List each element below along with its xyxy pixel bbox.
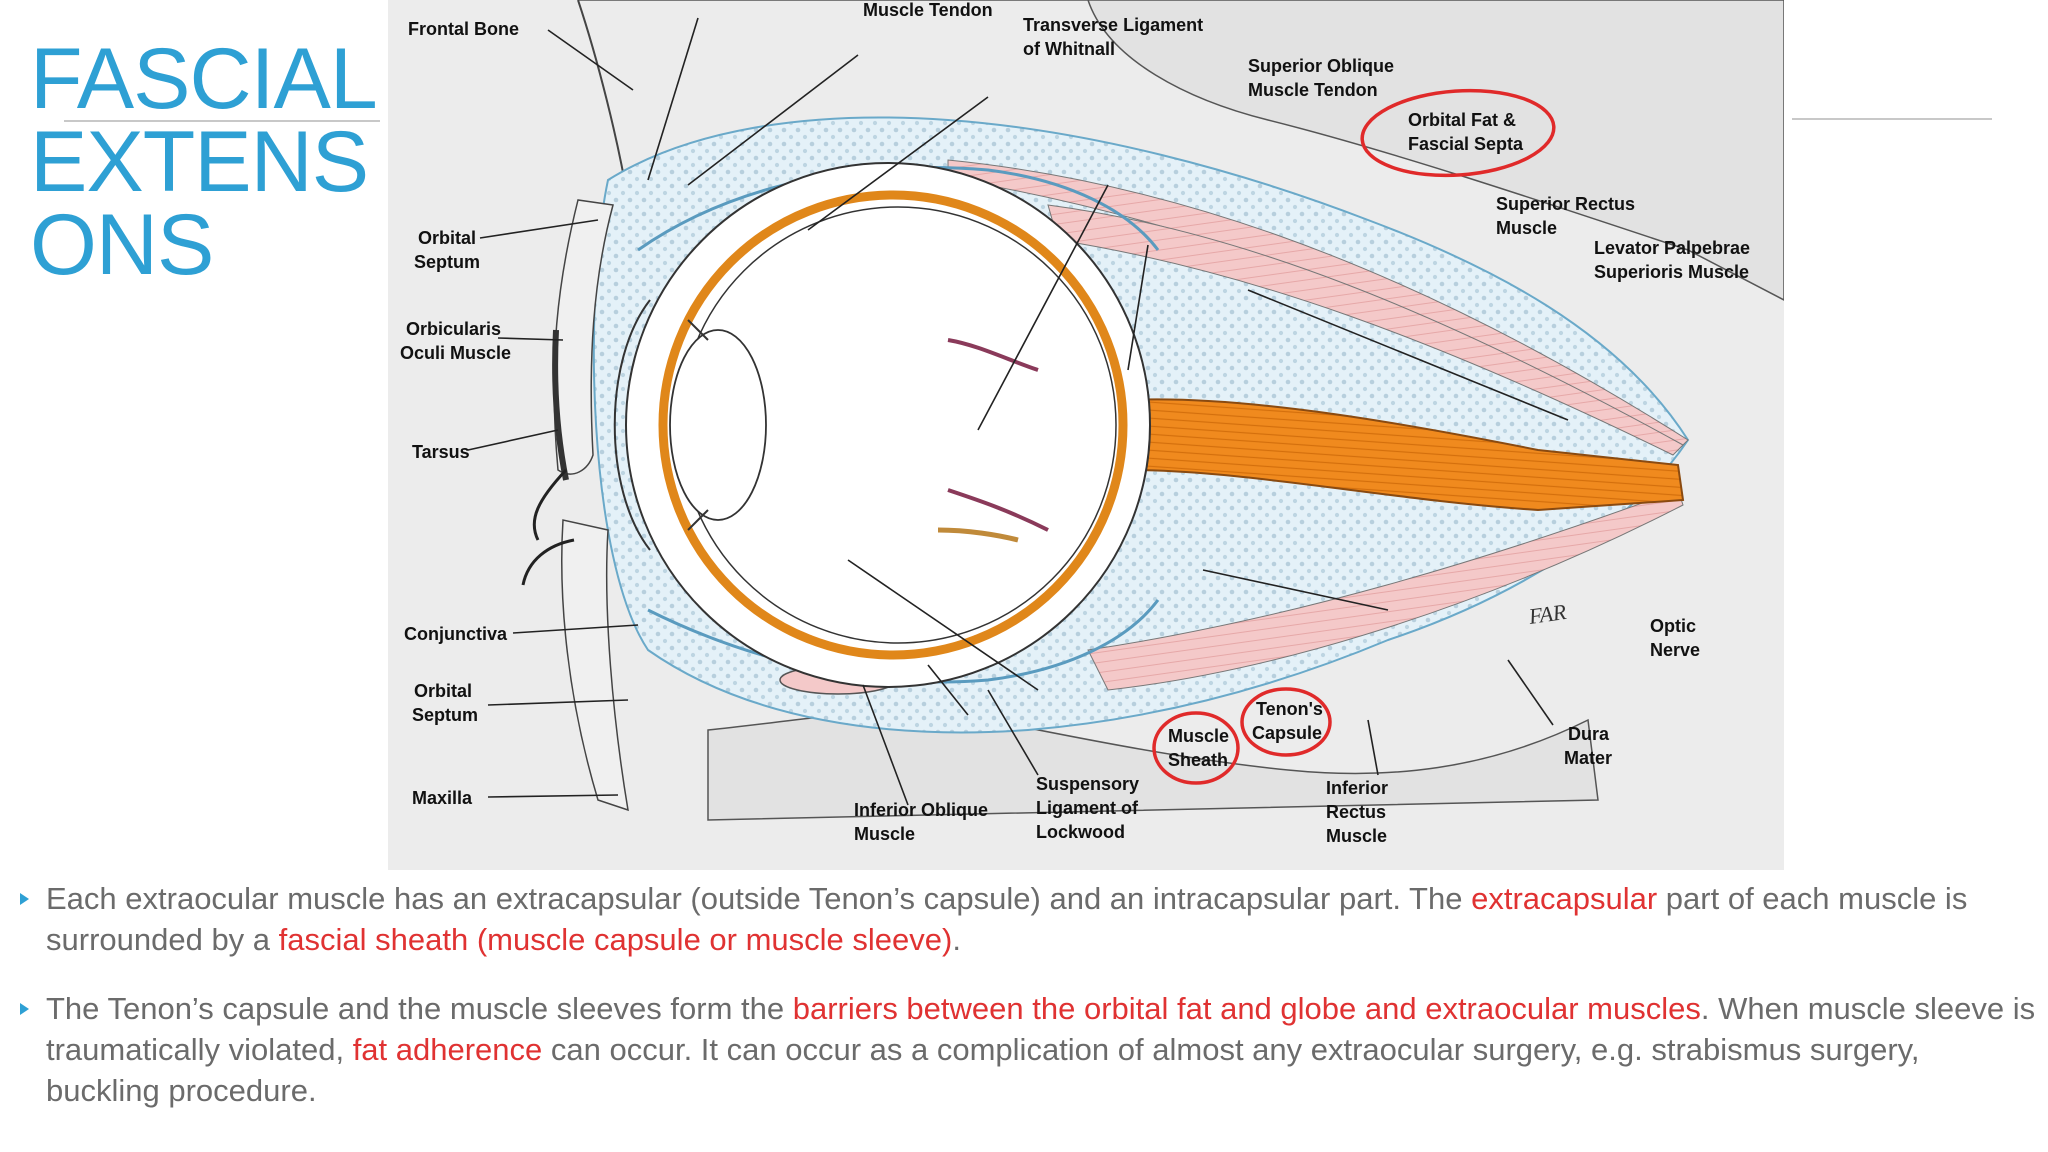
label-tarsus: Tarsus	[412, 442, 470, 462]
label-inf-rectus-1: Inferior	[1326, 778, 1388, 798]
label-orbital-fat-2: Fascial Septa	[1408, 134, 1524, 154]
tenons-capsule-upper	[637, 166, 1160, 252]
title-rule-right	[1792, 118, 1992, 120]
label-orbital-septum-bot-2: Septum	[412, 705, 478, 725]
label-orbicularis-1: Orbicularis	[406, 319, 501, 339]
iris	[687, 319, 709, 531]
label-orbital-fat-1: Orbital Fat &	[1408, 110, 1516, 130]
vessel-2	[947, 488, 1049, 532]
label-suspensory-3: Lockwood	[1036, 822, 1125, 842]
tenons-capsule-lower	[647, 599, 1160, 684]
frontal-bone-shape	[578, 0, 1784, 301]
label-sup-rectus-1: Superior Rectus	[1496, 194, 1635, 214]
label-suspensory-2: Ligament of	[1036, 798, 1139, 818]
label-dura-1: Dura	[1568, 724, 1610, 744]
label-inf-oblique-1: Inferior Oblique	[854, 800, 988, 820]
vessel-1	[947, 338, 1039, 372]
label-muscle-sheath-2: Sheath	[1168, 750, 1228, 770]
bullet-2-text-3: can occur. It can occur as a complicatio…	[46, 1032, 1920, 1108]
lower-eyelid	[561, 519, 629, 812]
tarsus-upper	[552, 329, 569, 481]
diagram-svg: Frontal Bone Muscle Tendon Transverse Li…	[400, 0, 1784, 846]
label-inf-rectus-2: Rectus	[1326, 802, 1386, 822]
bullet-2-text-1: The Tenon’s capsule and the muscle sleev…	[46, 991, 793, 1026]
label-orbicularis-2: Oculi Muscle	[400, 343, 511, 363]
slide-title: FASCIAL EXTENS ONS	[30, 38, 378, 293]
label-muscle-sheath-1: Muscle	[1168, 726, 1229, 746]
highlight-orbital-fat	[1360, 88, 1556, 178]
bullet-1-highlight-1: extracapsular	[1471, 881, 1658, 916]
bullet-arrow-icon	[20, 1003, 29, 1015]
upper-eyelid	[553, 199, 614, 475]
bullet-1-highlight-2: fascial sheath (muscle capsule or muscle…	[278, 922, 953, 957]
vessel-3	[937, 527, 1019, 543]
label-levator-2: Superioris Muscle	[1594, 262, 1749, 282]
label-optic-2: Nerve	[1650, 640, 1700, 660]
globe-choroid	[658, 190, 1128, 660]
label-muscle-tendon: Muscle Tendon	[863, 0, 993, 20]
bullet-2-highlight-2: fat adherence	[352, 1032, 543, 1067]
label-sup-rectus-2: Muscle	[1496, 218, 1557, 238]
bullet-2-text-2: . When muscle sleeve is traumatically vi…	[46, 991, 2036, 1067]
label-tenons-1: Tenon's	[1256, 699, 1323, 719]
bullet-2: The Tenon’s capsule and the muscle sleev…	[16, 988, 2036, 1111]
cornea	[613, 299, 651, 551]
label-transverse-2: of Whitnall	[1023, 39, 1115, 59]
label-sup-oblique-2: Muscle Tendon	[1248, 80, 1378, 100]
artist-signature: FAR	[1526, 599, 1568, 629]
title-underline	[64, 120, 380, 122]
label-optic-1: Optic	[1650, 616, 1696, 636]
lens	[669, 329, 767, 521]
label-orbital-septum-bot-1: Orbital	[414, 681, 472, 701]
bullet-1: Each extraocular muscle has an extracaps…	[16, 878, 2036, 960]
label-orbital-septum-top-2: Septum	[414, 252, 480, 272]
label-suspensory-1: Suspensory	[1036, 774, 1139, 794]
label-maxilla: Maxilla	[412, 788, 473, 808]
label-frontal-bone: Frontal Bone	[408, 19, 519, 39]
inferior-rectus-muscle	[1087, 489, 1684, 691]
superior-rectus-muscle	[1047, 204, 1684, 456]
highlight-tenons-capsule	[1240, 687, 1332, 757]
label-tenons-2: Capsule	[1252, 723, 1322, 743]
highlight-muscle-sheath	[1152, 711, 1240, 785]
label-orbital-septum-top-1: Orbital	[418, 228, 476, 248]
bullet-1-text-3: .	[952, 922, 961, 957]
bullet-1-text-1: Each extraocular muscle has an extracaps…	[46, 881, 1472, 916]
label-inf-oblique-2: Muscle	[854, 824, 915, 844]
label-conjunctiva: Conjunctiva	[404, 624, 508, 644]
bullet-2-highlight-1: barriers between the orbital fat and glo…	[792, 991, 1701, 1026]
bullet-1-text-2: part of each muscle is surrounded by a	[46, 881, 1968, 957]
bullet-arrow-icon	[20, 893, 29, 905]
label-transverse-1: Transverse Ligament	[1023, 15, 1203, 35]
label-dura-2: Mater	[1564, 748, 1612, 768]
eye-orbit-diagram: Frontal Bone Muscle Tendon Transverse Li…	[388, 0, 1784, 870]
label-inf-rectus-3: Muscle	[1326, 826, 1387, 846]
label-sup-oblique-1: Superior Oblique	[1248, 56, 1394, 76]
leader-lines	[467, 17, 1569, 806]
label-levator-1: Levator Palpebrae	[1594, 238, 1750, 258]
notes: Each extraocular muscle has an extracaps…	[16, 878, 2036, 1139]
lashes	[521, 468, 575, 586]
maxilla-shape	[707, 710, 1599, 821]
frontal-bone-rim	[577, 0, 629, 201]
